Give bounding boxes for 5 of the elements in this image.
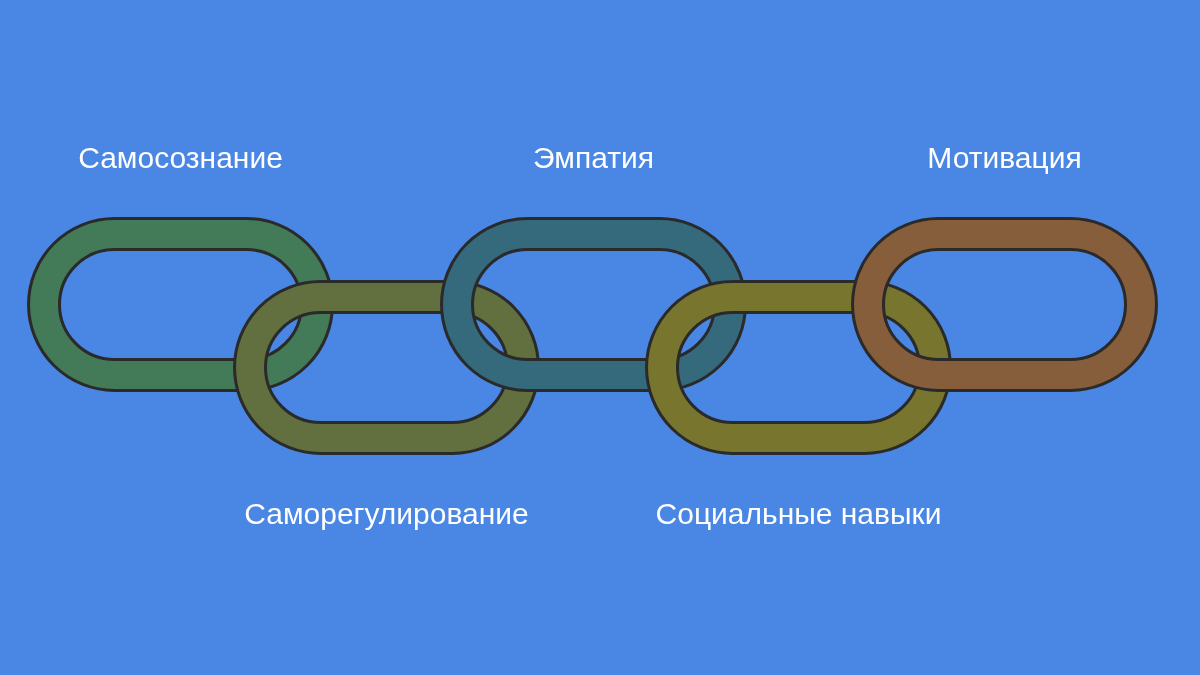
link-label: Саморегулирование (243, 496, 530, 532)
link-label: Эмпатия (532, 140, 655, 176)
link-label: Мотивация (926, 140, 1083, 176)
link-label: Самосознание (77, 140, 284, 176)
link-label: Социальные навыки (654, 496, 943, 532)
